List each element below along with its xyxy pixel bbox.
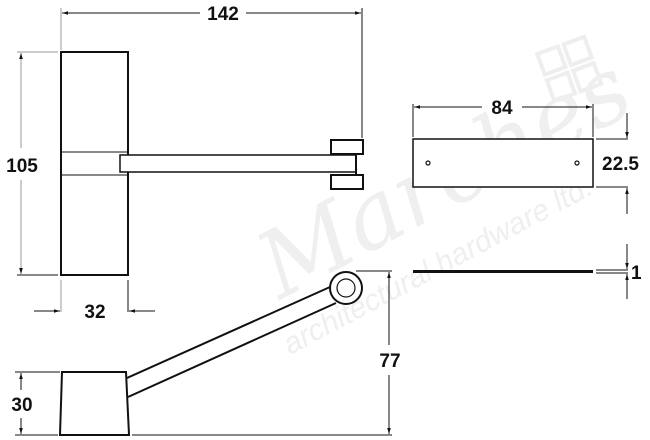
watermark: Marches architectural hardware ltd. [238, 34, 648, 361]
dim-label-22-5: 22.5 [602, 154, 639, 175]
dimension-22-5: 22.5 [596, 113, 639, 214]
dim-label-1: 1 [631, 263, 642, 284]
screw-hole-right [574, 160, 580, 166]
arm [119, 154, 357, 173]
dim-label-77: 77 [379, 351, 400, 372]
dim-label-84: 84 [491, 98, 513, 119]
dimension-32: 32 [34, 280, 155, 323]
side-view [58, 271, 363, 436]
hinge-bottom [330, 174, 364, 190]
mount-block [60, 51, 129, 276]
dim-label-142: 142 [207, 4, 239, 25]
dimension-105: 105 [6, 51, 58, 276]
hinge-top [330, 139, 364, 155]
dimension-142: 142 [60, 4, 363, 138]
dimension-1: 1 [596, 244, 642, 299]
dim-label-32: 32 [84, 302, 105, 323]
plate [412, 138, 594, 188]
front-view [60, 51, 364, 276]
dimension-84: 84 [412, 98, 594, 137]
base-block [58, 371, 131, 436]
dim-label-105: 105 [6, 156, 38, 177]
pivot-hole [336, 278, 356, 298]
dim-label-30: 30 [11, 395, 32, 416]
dimension-77: 77 [132, 270, 401, 436]
plate-view [412, 138, 594, 273]
screw-hole-left [425, 160, 431, 166]
dimension-30: 30 [11, 371, 60, 436]
plate-edge [413, 270, 593, 273]
watermark-logo-icon [534, 34, 604, 104]
